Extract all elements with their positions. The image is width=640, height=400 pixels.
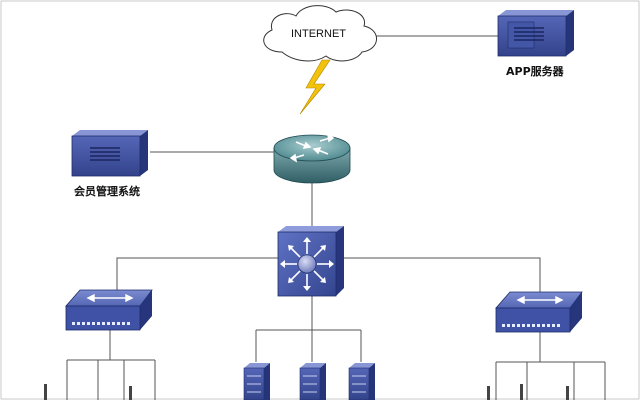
app-server-icon [497, 10, 574, 57]
member-server-icon [71, 130, 148, 177]
core-switch-icon [277, 226, 344, 297]
member-system-label: 会员管理系统 [74, 185, 140, 198]
internet-label: INTERNET [291, 28, 346, 40]
lightning-icon [299, 59, 331, 115]
app-server-label: APP服务器 [506, 65, 564, 78]
host-stubs [44, 384, 569, 400]
link-core-right-switch [344, 257, 541, 292]
rack-server-icon-3 [348, 363, 375, 400]
left-access-switch-icon [65, 289, 153, 331]
rack-server-icon-2 [299, 363, 326, 400]
rack-server-icon-1 [243, 363, 270, 400]
internet-cloud-icon [263, 5, 377, 62]
right-access-switch-icon [495, 291, 583, 333]
connection-lines [66, 35, 606, 400]
router-icon [273, 133, 351, 184]
link-core-left-switch [116, 257, 278, 290]
